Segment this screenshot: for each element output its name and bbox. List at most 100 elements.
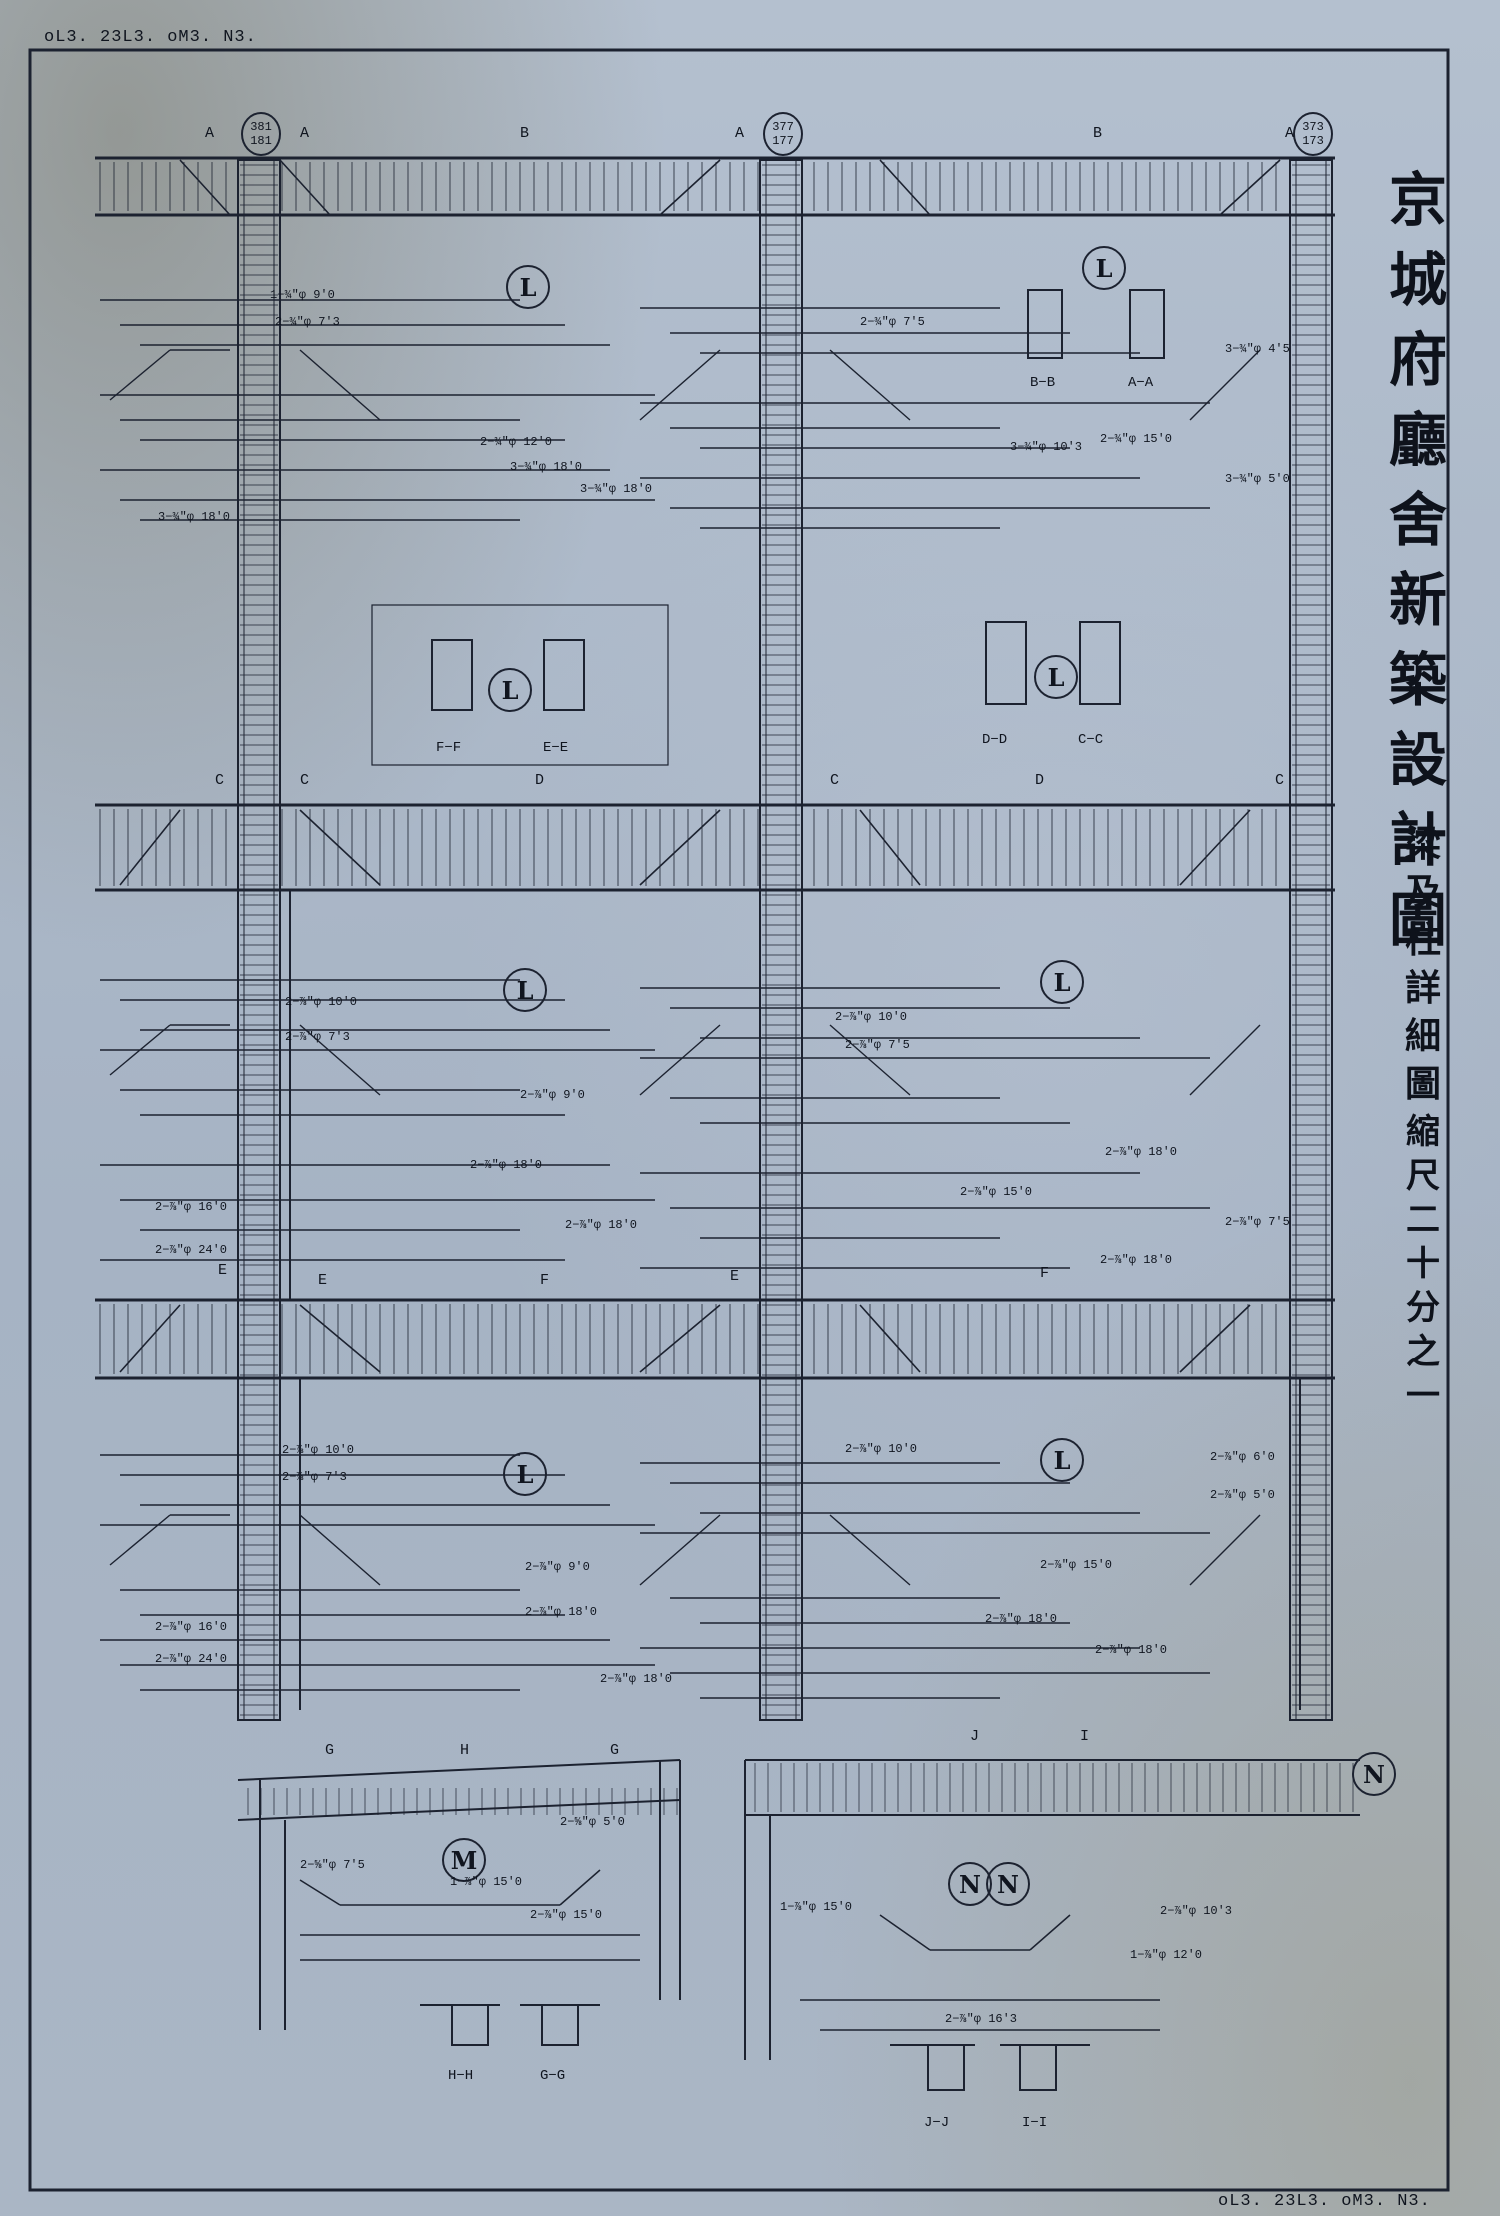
grid-letter: E	[218, 1262, 228, 1279]
title-char: 城	[1388, 246, 1447, 314]
rebar-label-r2: 2−⅞"φ 18'0	[565, 1218, 638, 1232]
section-label-gg: G−G	[540, 2068, 566, 2084]
scale-char: 十	[1406, 1244, 1440, 1284]
rebar-label-r1: 3−¾"φ 18'0	[510, 460, 583, 474]
rebar-label-r3: 2−⅞"φ 9'0	[525, 1560, 590, 1574]
grid-letter: C	[830, 772, 840, 789]
rebar-label-r2: 2−⅞"φ 7'5	[1225, 1215, 1290, 1229]
rebar-label-n: 2−⅞"φ 16'3	[945, 2012, 1018, 2026]
title-char: 京	[1388, 166, 1447, 234]
scale-char: 尺	[1406, 1156, 1440, 1196]
rebar-label-n: 1−⅞"φ 12'0	[1130, 1948, 1203, 1962]
rebar-label-r2: 2−⅞"φ 18'0	[1105, 1145, 1178, 1159]
section-label-aa: A−A	[1128, 375, 1154, 391]
grid-letter: A	[300, 125, 310, 142]
rebar-label-r1: 2−¾"φ 15'0	[1100, 432, 1173, 446]
rebar-label-r3: 2−⅞"φ 15'0	[1040, 1558, 1113, 1572]
column-middle	[759, 159, 803, 1721]
column-right	[1289, 159, 1333, 1721]
rebar-label-r1: 3−¾"φ 18'0	[158, 510, 231, 524]
beam-mark-n-3: N	[1352, 1752, 1396, 1796]
grid-letter: F	[540, 1272, 550, 1289]
grid-letter: I	[1080, 1728, 1090, 1745]
grid-letter: D	[535, 772, 545, 789]
rebar-label-r2: 2−⅞"φ 16'0	[155, 1200, 228, 1214]
rebar-label-r2: 2−⅞"φ 9'0	[520, 1088, 585, 1102]
section-label-ff: F−F	[436, 740, 462, 756]
scale-char: 二	[1406, 1200, 1440, 1240]
rebar-label-r3: 2−⅞"φ 16'0	[155, 1620, 228, 1634]
section-label-bb: B−B	[1030, 375, 1056, 391]
beam-mark-n-2: N	[986, 1862, 1030, 1906]
section-label-cc: C−C	[1078, 732, 1104, 748]
rebar-label-r1: 3−¾"φ 4'5	[1225, 342, 1290, 356]
rebar-label-r2: 2−⅞"φ 7'3	[285, 1030, 350, 1044]
rebar-label-r3: 2−⅞"φ 10'0	[845, 1442, 918, 1456]
scale-char: 縮	[1406, 1112, 1440, 1152]
rebar-label-r1: 3−¾"φ 5'0	[1225, 472, 1290, 486]
grid-letter: D	[1035, 772, 1045, 789]
rebar-label-r2: 2−⅞"φ 18'0	[470, 1158, 543, 1172]
rebar-label-r2: 2−⅞"φ 7'5	[845, 1038, 910, 1052]
rebar-label-r1: 2−¾"φ 7'3	[275, 315, 340, 329]
title-char: 舍	[1388, 486, 1447, 554]
rebar-label-r2: 2−⅞"φ 15'0	[960, 1185, 1033, 1199]
rebar-label-r3: 2−⅞"φ 18'0	[600, 1672, 673, 1686]
grid-letter: E	[318, 1272, 328, 1289]
rebar-label-m: 1−⅞"φ 15'0	[450, 1875, 523, 1889]
grid-letter: F	[1040, 1265, 1050, 1282]
rebar-label-r3: 2−⅞"φ 18'0	[525, 1605, 598, 1619]
scale-note: 縮尺二十分之一	[1388, 1110, 1458, 1418]
sheet-border	[28, 48, 1450, 2192]
rebar-label-r3: 2−⅞"φ 24'0	[155, 1652, 228, 1666]
subtitle-char: 細	[1404, 1015, 1441, 1057]
beam-mark-l-2: L	[1082, 246, 1126, 290]
rebar-label-r2: 2−⅞"φ 10'0	[285, 995, 358, 1009]
title-char: 府	[1388, 326, 1447, 394]
rebar-label-r1: 1−¾"φ 9'0	[270, 288, 335, 302]
rebar-label-r3: 2−⅞"φ 18'0	[1095, 1643, 1168, 1657]
grid-letter: A	[735, 125, 745, 142]
beam-m-detail	[237, 1759, 681, 2030]
grid-letter: E	[730, 1268, 740, 1285]
rebar-label-r2: 2−⅞"φ 18'0	[1100, 1253, 1173, 1267]
scale-char: 之	[1406, 1332, 1440, 1372]
rebar-label-r3: 2−⅞"φ 18'0	[985, 1612, 1058, 1626]
beam-mark-l-3: L	[488, 668, 532, 712]
beam-mark-l-7: L	[503, 1452, 547, 1496]
section-label-ii: I−I	[1022, 2115, 1048, 2131]
beam-mark-l-6: L	[1040, 960, 1084, 1004]
rebar-label-r3: 2−⅞"φ 7'3	[282, 1470, 347, 1484]
drawing-title: 京城府廳舍新築設計圖	[1368, 160, 1468, 960]
grid-letter: G	[325, 1742, 335, 1759]
section-label-dd: D−D	[982, 732, 1008, 748]
sheet-reference-bottom: oL3. 23L3. oM3. N3.	[1218, 2192, 1431, 2211]
section-label-hh: H−H	[448, 2068, 474, 2084]
subtitle-char: 梁	[1404, 823, 1441, 865]
subtitle-char: 柱	[1404, 919, 1441, 961]
beam-mark-m: M	[442, 1838, 486, 1882]
rebar-label-r1: 2−¾"φ 7'5	[860, 315, 925, 329]
rebar-label-m: 2−⅝"φ 7'5	[300, 1858, 365, 1872]
grid-letter: C	[300, 772, 310, 789]
subtitle-char: 圖	[1404, 1063, 1441, 1105]
rebar-label-m: 2−⅞"φ 15'0	[530, 1908, 603, 1922]
beam-mark-l-8: L	[1040, 1438, 1084, 1482]
rebar-label-r3: 2−⅞"φ 5'0	[1210, 1488, 1275, 1502]
sheet-reference-top: oL3. 23L3. oM3. N3.	[44, 28, 257, 47]
subtitle-char: 詳	[1404, 967, 1441, 1009]
title-char: 新	[1388, 566, 1447, 634]
grid-letter: A	[205, 125, 215, 142]
rebar-label-r1: 3−¾"φ 10'3	[1010, 440, 1083, 454]
section-box	[371, 604, 669, 766]
reinforcing-bars	[100, 159, 1281, 2031]
grid-letter: A	[1285, 125, 1295, 142]
grid-letter: C	[215, 772, 225, 789]
title-char: 計	[1388, 806, 1447, 874]
rebar-label-m: 2−⅝"φ 5'0	[560, 1815, 625, 1829]
rebar-label-n: 1−⅞"φ 15'0	[780, 1900, 853, 1914]
grid-letter: H	[460, 1742, 470, 1759]
